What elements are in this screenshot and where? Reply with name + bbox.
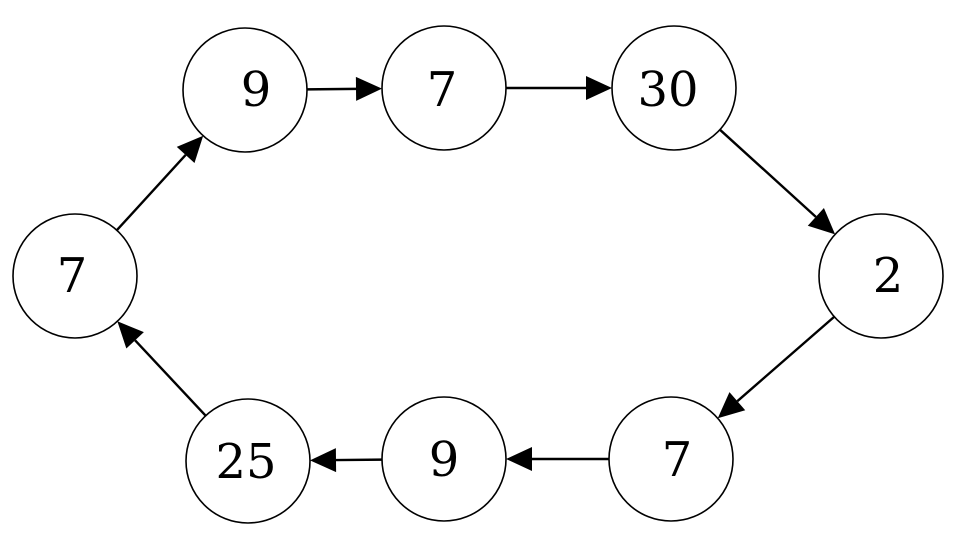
node-label: 25 — [215, 434, 276, 490]
arrowhead-icon — [807, 207, 836, 235]
edge-arrow — [506, 447, 609, 471]
node-circle — [185, 398, 311, 524]
edge-line — [134, 339, 207, 417]
arrowhead-icon — [117, 321, 144, 349]
edge-arrow — [115, 135, 204, 232]
node-label: 9 — [241, 62, 272, 118]
arrowhead-icon — [355, 76, 383, 101]
edge-line — [719, 128, 817, 218]
node-label: 30 — [637, 62, 698, 118]
node-7-bottom-right: 7 — [608, 396, 734, 522]
edge-arrow — [717, 315, 836, 419]
nodes: 9 7 30 2 7 9 25 7 — [12, 25, 944, 524]
edge-arrow — [506, 76, 612, 100]
node-circle — [818, 213, 944, 339]
node-label: 7 — [662, 432, 693, 488]
arrowhead-icon — [717, 392, 746, 419]
node-9-top-left: 9 — [182, 27, 308, 153]
edge-line — [115, 154, 187, 232]
node-label: 7 — [427, 62, 458, 118]
node-7-top-middle: 7 — [381, 25, 507, 151]
edges — [115, 76, 836, 473]
arrowhead-icon — [176, 135, 204, 164]
edge-arrow — [117, 321, 207, 417]
node-label: 9 — [429, 432, 460, 488]
edge-arrow — [309, 448, 383, 473]
node-circle — [12, 213, 138, 339]
node-circle — [611, 25, 737, 151]
edge-line — [736, 315, 836, 403]
node-circle — [182, 27, 308, 153]
node-30-top-right: 30 — [611, 25, 737, 151]
node-label: 2 — [873, 248, 904, 304]
arrowhead-icon — [309, 448, 337, 473]
node-7-left: 7 — [12, 213, 138, 339]
arrowhead-icon — [506, 447, 532, 471]
node-9-bottom-middle: 9 — [381, 396, 507, 522]
node-circle — [381, 396, 507, 522]
node-circle — [608, 396, 734, 522]
node-25-bottom-left: 25 — [185, 398, 311, 524]
edge-arrow — [719, 128, 836, 235]
edge-arrow — [306, 76, 383, 101]
node-label: 7 — [57, 248, 88, 304]
node-circle — [381, 25, 507, 151]
node-2-right: 2 — [818, 213, 944, 339]
arrowhead-icon — [586, 76, 612, 100]
